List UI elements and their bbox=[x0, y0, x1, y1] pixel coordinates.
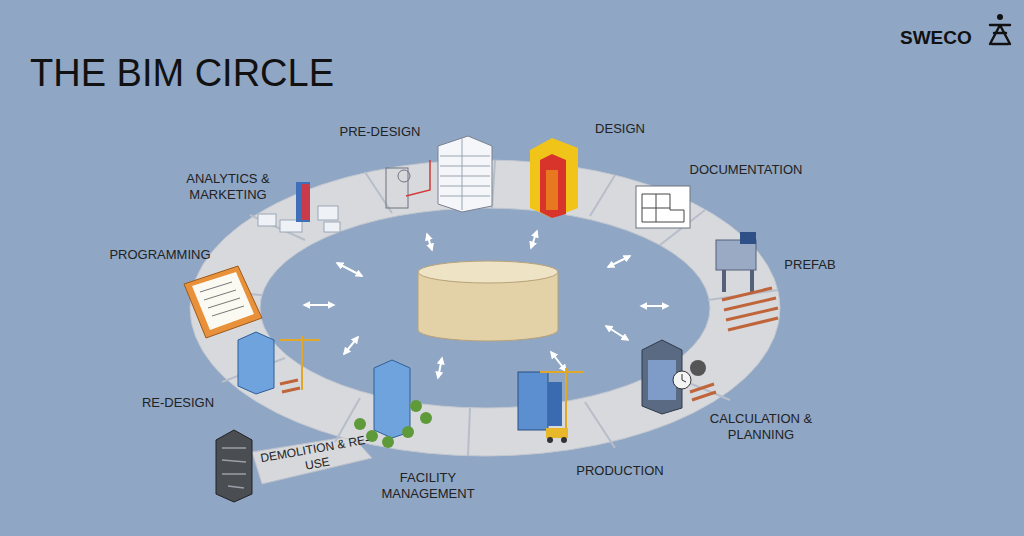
documentation-illustration bbox=[636, 186, 690, 228]
production-illustration bbox=[518, 368, 584, 443]
demolition-illustration bbox=[216, 430, 252, 502]
stage-label: DEMOLITION & RE-USE bbox=[255, 432, 376, 481]
design-illustration bbox=[530, 138, 578, 218]
stage-label: PREFAB bbox=[780, 257, 840, 273]
analytics-illustration bbox=[258, 182, 340, 232]
stage-label: PROGRAMMING bbox=[108, 247, 212, 263]
prefab-illustration bbox=[716, 232, 778, 330]
data-exchange-arrows bbox=[304, 231, 668, 378]
database-cylinder bbox=[418, 261, 558, 341]
calculation-illustration bbox=[642, 340, 716, 414]
predesign-illustration bbox=[386, 136, 492, 212]
stage-label: DESIGN bbox=[580, 121, 660, 137]
company-logo: SWECO bbox=[900, 26, 986, 49]
redesign-illustration bbox=[238, 332, 320, 394]
stage-label: DOCUMENTATION bbox=[680, 162, 812, 178]
logo-icon bbox=[990, 14, 1010, 44]
programming-clipboard bbox=[184, 266, 262, 338]
stage-label: RE-DESIGN bbox=[130, 395, 226, 411]
diagram-title: THE BIM CIRCLE bbox=[30, 50, 390, 96]
stage-label: PRODUCTION bbox=[570, 463, 670, 479]
stage-label: PRE-DESIGN bbox=[330, 124, 430, 140]
stage-label: ANALYTICS & MARKETING bbox=[176, 171, 280, 203]
stage-label: FACILITY MANAGEMENT bbox=[374, 470, 482, 502]
stage-label: CALCULATION & PLANNING bbox=[700, 411, 822, 443]
